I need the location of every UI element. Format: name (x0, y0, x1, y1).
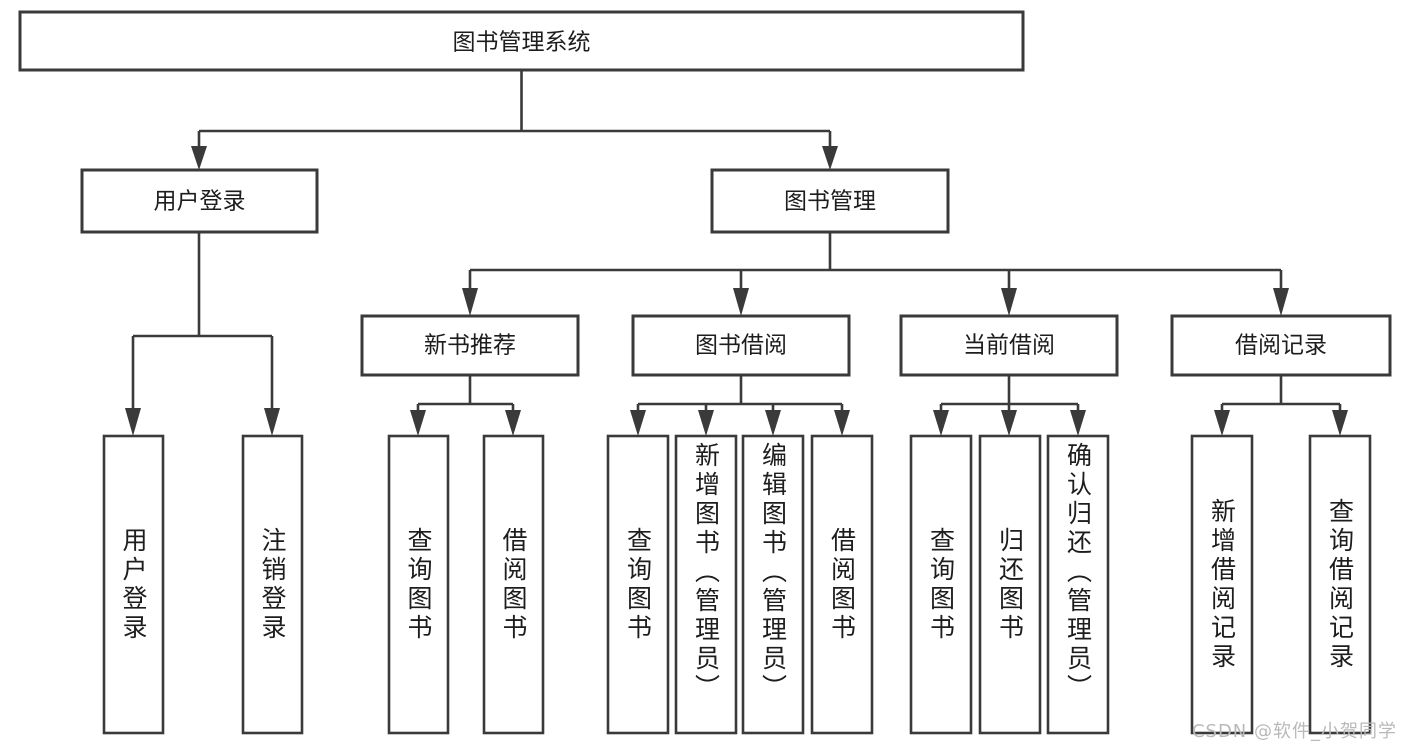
leaf-confirm-return-box[interactable] (1046, 434, 1110, 735)
node-new-book-rec[interactable]: 新书推荐 (360, 314, 580, 377)
node-book-manage[interactable]: 图书管理 (710, 168, 950, 234)
node-root[interactable]: 图书管理系统 (18, 10, 1025, 72)
leaf-logout-login-box[interactable] (241, 434, 304, 735)
arrow-head-leaf-return-book (1001, 410, 1017, 436)
node-user-login-box[interactable] (80, 168, 319, 234)
node-current-borrow-label: 当前借阅 (963, 333, 1055, 359)
node-book-borrow-label: 图书借阅 (695, 333, 787, 359)
arrow-head-leaf-confirm-return (1070, 410, 1086, 436)
leaf-query-book-1-box[interactable] (387, 434, 450, 735)
leaf-return-book-box[interactable] (978, 434, 1042, 735)
arrow-head-new-book-rec (462, 288, 478, 316)
leaf-borrow-book-2-box[interactable] (810, 434, 874, 735)
arrow-head-book-manage (822, 146, 838, 170)
arrow-head-book-borrow (733, 288, 749, 316)
arrow-head-leaf-edit-book (765, 410, 781, 436)
node-book-borrow[interactable]: 图书借阅 (631, 314, 851, 377)
node-new-book-rec-label: 新书推荐 (424, 333, 516, 359)
leaf-user-login-box[interactable] (102, 434, 165, 735)
arrow-head-current-borrow (1001, 288, 1017, 316)
arrow-head-leaf-add-record (1214, 410, 1230, 436)
arrow-head-leaf-user-login (125, 408, 141, 436)
node-book-borrow-box[interactable] (631, 314, 851, 377)
arrow-head-leaf-query-record (1332, 410, 1348, 436)
node-current-borrow[interactable]: 当前借阅 (899, 314, 1119, 377)
node-borrow-record-label: 借阅记录 (1235, 333, 1327, 359)
arrow-head-borrow-record (1273, 288, 1289, 316)
arrow-head-leaf-query-book-1 (410, 410, 426, 436)
leaf-add-book-box[interactable] (674, 434, 738, 735)
node-root-label: 图书管理系统 (453, 30, 591, 56)
arrow-head-leaf-query-book-3 (933, 410, 949, 436)
connector-group (125, 70, 1348, 436)
node-borrow-record[interactable]: 借阅记录 (1170, 314, 1392, 377)
arrow-head-leaf-query-book-2 (630, 410, 646, 436)
node-user-login-label: 用户登录 (154, 189, 246, 215)
arrow-head-leaf-logout-login (264, 408, 280, 436)
leaf-query-book-2-box[interactable] (606, 434, 670, 735)
node-user-login[interactable]: 用户登录 (80, 168, 319, 234)
node-root-box[interactable] (18, 10, 1025, 72)
arrow-head-leaf-add-book (698, 410, 714, 436)
node-new-book-rec-box[interactable] (360, 314, 580, 377)
leaf-box-group (102, 434, 1372, 735)
leaf-query-record-box[interactable] (1308, 434, 1372, 735)
arrow-head-user-login (191, 146, 207, 170)
arrow-head-leaf-borrow-book-2 (834, 410, 850, 436)
leaf-borrow-book-1-box[interactable] (482, 434, 545, 735)
node-book-manage-label: 图书管理 (784, 189, 876, 215)
node-borrow-record-box[interactable] (1170, 314, 1392, 377)
leaf-query-book-3-box[interactable] (909, 434, 973, 735)
node-current-borrow-box[interactable] (899, 314, 1119, 377)
leaf-add-record-box[interactable] (1190, 434, 1254, 735)
node-book-manage-box[interactable] (710, 168, 950, 234)
leaf-edit-book-box[interactable] (741, 434, 805, 735)
arrow-head-leaf-borrow-book-1 (505, 410, 521, 436)
csdn-watermark: CSDN @软件_小贺同学 (1191, 721, 1397, 742)
